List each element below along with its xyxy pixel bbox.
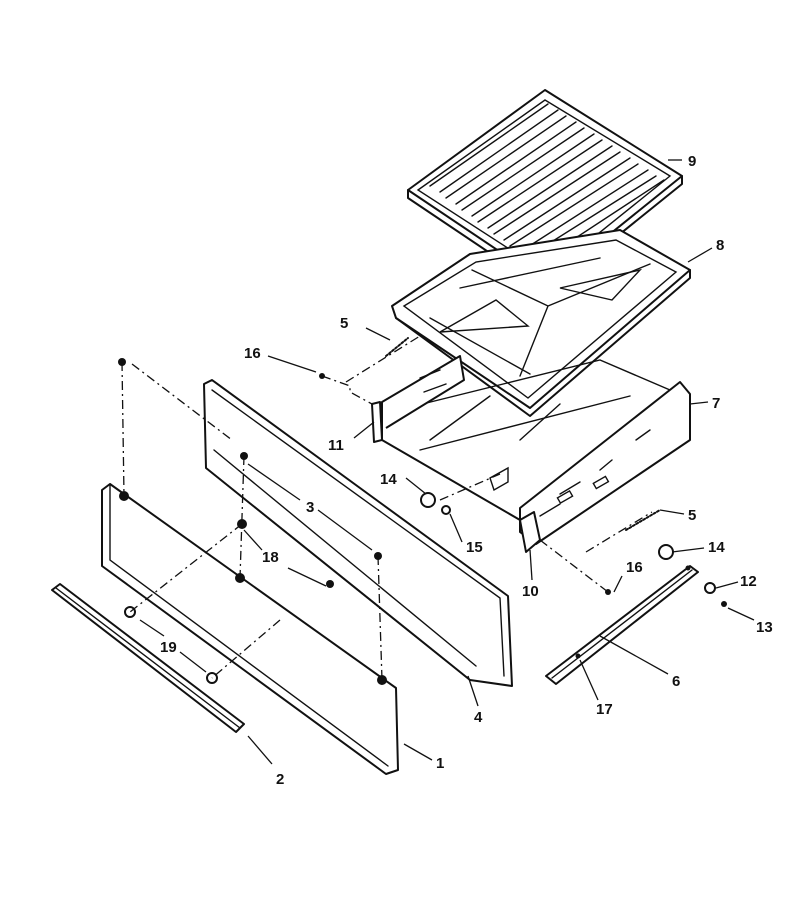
nut-14-a bbox=[420, 492, 436, 508]
callout-labels: 9 8 7 5 16 11 14 15 10 5 14 16 12 13 6 1… bbox=[160, 153, 773, 788]
callout-17: 17 bbox=[596, 701, 613, 718]
callout-2: 2 bbox=[276, 771, 284, 788]
assembly-lines bbox=[121, 335, 653, 681]
callout-8: 8 bbox=[716, 237, 724, 254]
callout-16-upper: 16 bbox=[244, 345, 261, 362]
grid-slots bbox=[429, 103, 665, 265]
nut-14-b bbox=[658, 544, 674, 560]
drawer-body-part-7 bbox=[371, 355, 691, 553]
bushing-15 bbox=[441, 505, 451, 515]
callout-15: 15 bbox=[466, 539, 483, 556]
washer-12 bbox=[704, 582, 716, 594]
callout-13: 13 bbox=[756, 619, 773, 636]
callout-5-upper: 5 bbox=[340, 315, 348, 332]
callout-1: 1 bbox=[436, 755, 444, 772]
spring-5-upper bbox=[385, 337, 409, 357]
screw-18-b bbox=[326, 580, 334, 588]
slide-rail-part-6 bbox=[545, 565, 699, 685]
callout-7: 7 bbox=[712, 395, 720, 412]
spring-5-lower bbox=[625, 509, 661, 531]
callout-18: 18 bbox=[262, 549, 279, 566]
callout-5-lower: 5 bbox=[688, 507, 696, 524]
callout-4: 4 bbox=[474, 709, 483, 726]
leader-lines bbox=[139, 159, 755, 765]
callout-3: 3 bbox=[306, 499, 314, 516]
callout-14-left: 14 bbox=[380, 471, 397, 488]
callout-9: 9 bbox=[688, 153, 696, 170]
callout-12: 12 bbox=[740, 573, 757, 590]
broiler-pan-part-8 bbox=[391, 229, 691, 417]
drawer-front-part-1 bbox=[101, 483, 399, 775]
screw-13 bbox=[721, 601, 727, 607]
callout-6: 6 bbox=[672, 673, 680, 690]
callout-19: 19 bbox=[160, 639, 177, 656]
handle-part-2 bbox=[51, 583, 245, 733]
callout-16-lower: 16 bbox=[626, 559, 643, 576]
callout-11: 11 bbox=[328, 437, 344, 454]
callout-10: 10 bbox=[522, 583, 539, 600]
callout-14-right: 14 bbox=[708, 539, 725, 556]
drawer-inner-panel-part-4 bbox=[203, 379, 513, 687]
